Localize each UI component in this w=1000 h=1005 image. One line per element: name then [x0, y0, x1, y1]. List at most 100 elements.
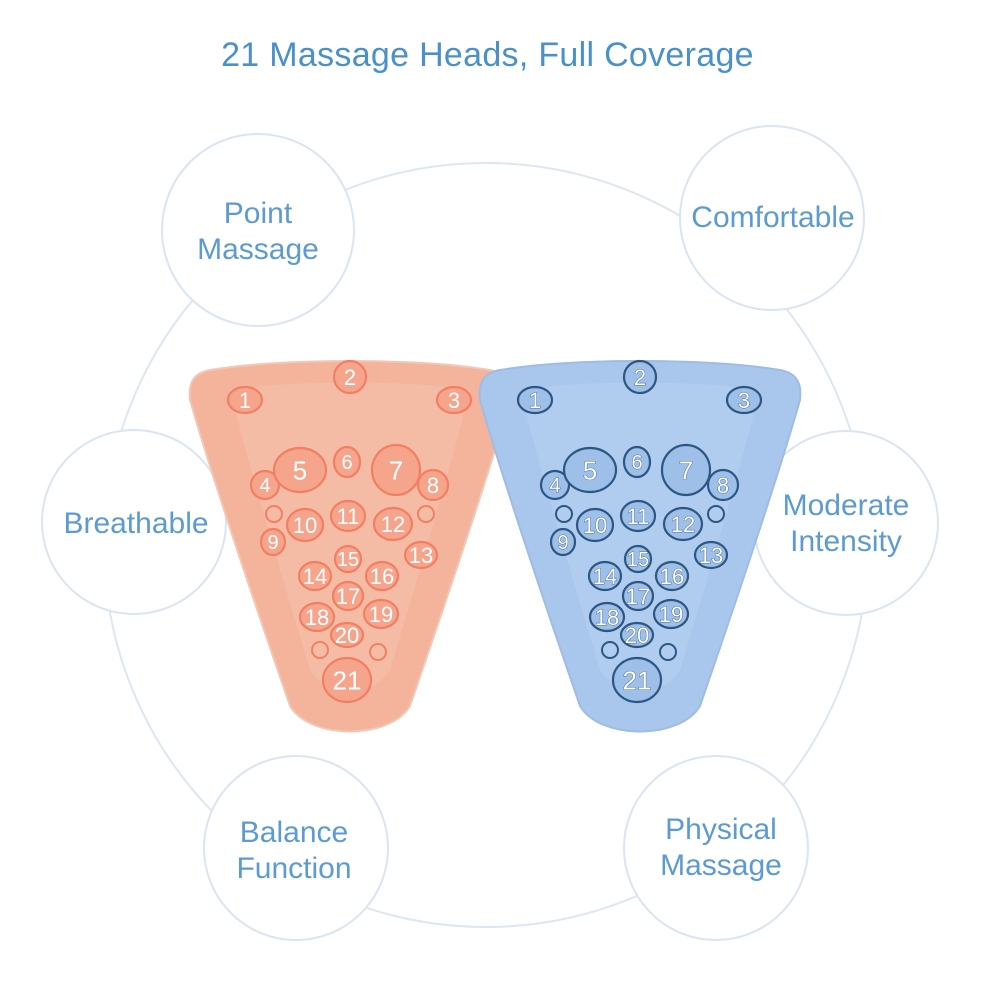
massage-head-label: 13 [699, 543, 723, 568]
feature-text-line: Moderate [782, 489, 910, 522]
massage-head-label: 15 [627, 549, 649, 571]
massage-head-label: 14 [593, 564, 617, 589]
massage-head [575, 507, 615, 543]
massage-head-label: 12 [381, 512, 405, 537]
massage-head-label: 9 [267, 532, 278, 554]
massage-head-label: 19 [369, 602, 393, 627]
massage-head [372, 506, 414, 542]
massage-head [249, 469, 281, 501]
feature-text-line: Physical [665, 813, 777, 846]
massage-head [660, 443, 712, 497]
massage-head [652, 598, 690, 630]
feature-text-line: Balance [239, 816, 349, 849]
small-node-ring [601, 641, 619, 659]
feature-label-point-massage: Point Massage [170, 196, 346, 268]
massage-head [539, 469, 571, 501]
massage-head-label: 1 [529, 388, 541, 413]
massage-head-label: 19 [659, 602, 683, 627]
massage-head [297, 560, 333, 592]
small-node-ring [369, 643, 387, 661]
small-node-ring [417, 505, 435, 523]
massage-head-label: 21 [333, 665, 362, 695]
massage-head-label: 2 [344, 365, 356, 390]
massage-head [588, 601, 626, 633]
massage-head [259, 527, 287, 557]
massage-head [403, 540, 439, 570]
feature-text-line: Breathable [63, 507, 209, 540]
feature-label-physical-massage: Physical Massage [633, 812, 809, 884]
feature-circle [41, 429, 227, 615]
feature-circle [623, 755, 809, 941]
massage-head [332, 359, 368, 395]
feature-circle [203, 755, 389, 941]
headline: 21 Massage Heads, Full Coverage [221, 36, 754, 74]
feature-text-line: Function [236, 852, 352, 885]
feature-circle [679, 125, 865, 311]
massage-head [285, 507, 325, 543]
massage-head [364, 560, 400, 592]
massage-head-label: 17 [626, 584, 650, 609]
massage-head-label: 5 [293, 455, 307, 485]
massage-head [706, 468, 740, 502]
massage-head-label: 4 [259, 475, 270, 497]
massage-head [321, 656, 373, 704]
massage-head-label: 6 [631, 452, 642, 474]
feature-text-line: Intensity [790, 525, 902, 558]
massage-head [619, 499, 657, 533]
feature-label-moderate-intensity: Moderate Intensity [763, 488, 929, 560]
massage-head-label: 8 [717, 473, 729, 498]
feature-text-line: Massage [197, 233, 319, 266]
feature-label-breathable: Breathable [46, 506, 226, 542]
massage-head-label: 3 [448, 388, 460, 413]
massage-head-label: 2 [634, 365, 646, 390]
massage-head-label: 18 [595, 605, 619, 630]
feature-text-line: Point [223, 197, 293, 230]
small-node-ring [555, 505, 573, 523]
feature-circle [161, 133, 355, 327]
massage-head [622, 359, 658, 395]
massage-head [435, 385, 473, 415]
massage-head-label: 1 [239, 388, 251, 413]
massage-head [516, 385, 554, 415]
massage-head [332, 445, 362, 479]
massage-head-label: 20 [335, 623, 359, 648]
small-node-ring [265, 505, 283, 523]
massage-head-label: 20 [625, 623, 649, 648]
massage-head-label: 17 [336, 584, 360, 609]
massage-head-label: 10 [293, 513, 317, 538]
massage-head [725, 385, 763, 415]
small-node-ring [707, 505, 725, 523]
massage-head [549, 527, 577, 557]
massage-head [622, 445, 652, 479]
massage-head-label: 15 [337, 549, 359, 571]
massage-head [611, 656, 663, 704]
feature-text-line: Massage [660, 849, 782, 882]
massage-head-label: 12 [671, 512, 695, 537]
feature-text-line: Comfortable [691, 201, 855, 234]
massage-head [329, 621, 365, 649]
massage-head [623, 544, 653, 574]
small-node-ring [659, 643, 677, 661]
massage-head [333, 544, 363, 574]
massage-head [362, 598, 400, 630]
massage-head-label: 7 [389, 455, 403, 485]
massage-head-label: 16 [370, 564, 394, 589]
massage-head-label: 7 [679, 455, 693, 485]
massage-head-label: 3 [738, 388, 750, 413]
massage-head [370, 443, 422, 497]
massage-head-label: 4 [549, 475, 560, 497]
massage-head [662, 506, 704, 542]
massage-head [272, 446, 328, 494]
massage-head [587, 560, 623, 592]
massage-head-label: 8 [427, 473, 439, 498]
massage-head-label: 11 [337, 504, 360, 529]
feature-label-balance-function: Balance Function [206, 815, 382, 887]
massage-head-label: 16 [660, 564, 684, 589]
massage-head [562, 446, 618, 494]
massage-head-label: 9 [557, 532, 568, 554]
massage-head-label: 10 [583, 513, 607, 538]
